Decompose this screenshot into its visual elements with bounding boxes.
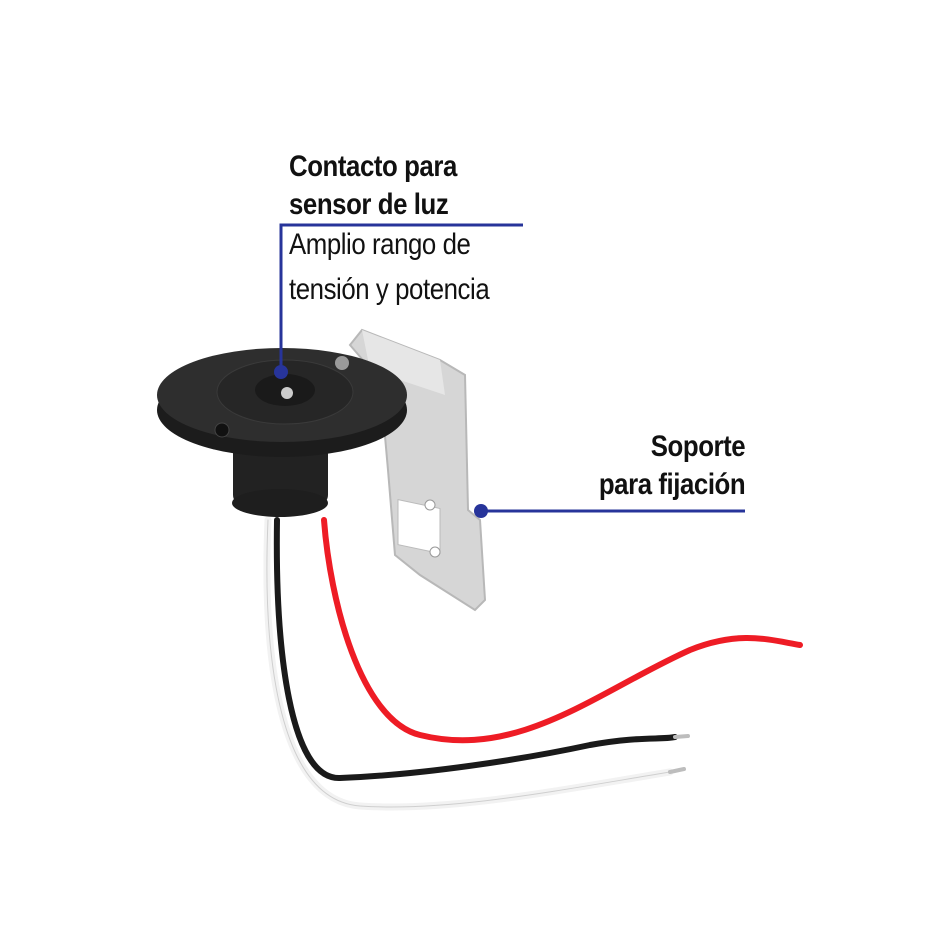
photocell-receptacle [157, 348, 407, 517]
callout-contact-subtitle: Amplio rango de tensión y potencia [289, 222, 490, 312]
callout-contact-title: Contacto para sensor de luz [289, 148, 457, 224]
callout-leaders [274, 223, 745, 518]
callout-bracket-title-line-1: Soporte [650, 430, 746, 463]
callout-contact-subtitle-line-2: tensión y potencia [289, 273, 490, 306]
callout-bracket-title-line-2: para fijación [598, 468, 746, 501]
callout-bracket-title: Soporte para fijación [598, 428, 746, 504]
wires [263, 516, 803, 811]
callout-contact-subtitle-line-1: Amplio rango de [289, 228, 471, 261]
callout-contact-title-line-2: sensor de luz [289, 188, 449, 221]
callout-contact-title-line-1: Contacto para [289, 150, 457, 183]
